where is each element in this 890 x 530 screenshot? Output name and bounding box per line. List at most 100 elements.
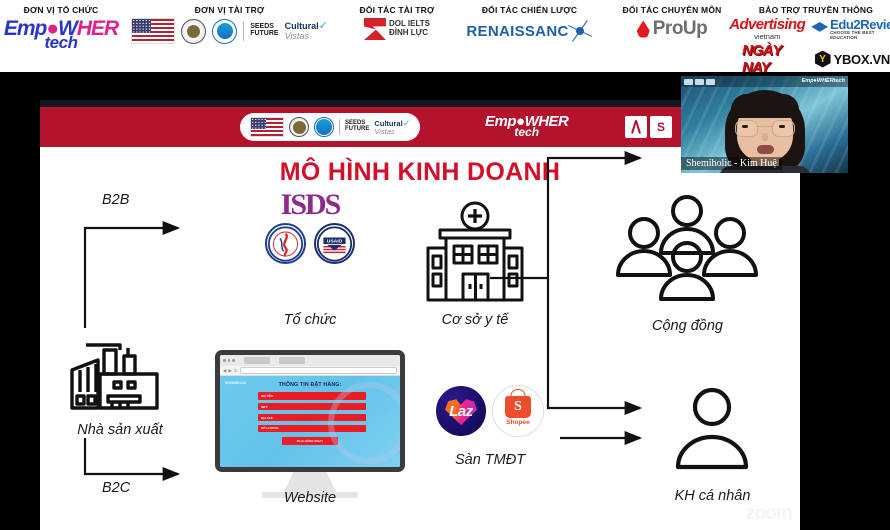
form-field: SĐT: <box>258 402 366 411</box>
seeds-line-1: SEEDS <box>345 120 366 127</box>
lazada-text: Laz <box>449 402 473 420</box>
empowher-tech-logo: Emp●WHER tech <box>3 17 119 52</box>
browser-tab <box>278 357 305 364</box>
cultural-line-2: Vistas <box>374 126 395 136</box>
nose <box>761 133 768 141</box>
logo-text-her: HER <box>76 17 119 40</box>
individual-customer-icon <box>675 387 749 470</box>
logo-text-tech: tech <box>44 33 78 52</box>
us-flag-icon <box>250 117 284 137</box>
usaid-seal-icon: USAID <box>314 223 355 264</box>
eyeglasses-bridge <box>755 126 772 128</box>
edu2review-line-1: Edu2Review <box>830 17 890 32</box>
sponsor-column-media-sponsor: BẢO TRỢ TRUYỀN THÔNG Advertising vietnam… <box>729 0 890 76</box>
advertising-vietnam-logo: Advertising vietnam <box>729 17 806 40</box>
label-ecommerce: Sàn TMĐT <box>454 452 526 468</box>
sponsor-column-title: BẢO TRỢ TRUYỀN THÔNG <box>758 5 874 15</box>
organization-logos: ISDS USAID <box>255 190 365 300</box>
sponsor-logo-group: SEEDS FUTURE Cultural✓ Vistas <box>131 18 328 44</box>
shirt <box>718 166 811 173</box>
website-form-heading: THÔNG TIN ĐẶT HÀNG: <box>278 382 342 388</box>
website-body: SHEMIHOLIC THÔNG TIN ĐẶT HÀNG: HỌ TÊN: S… <box>220 376 400 467</box>
browser-url-bar: ◀ ▶ ↻ <box>220 366 400 376</box>
swoosh-icon: ✓ <box>318 20 328 32</box>
cultural-vistas-logo: Cultural✓ Vistas <box>374 118 410 136</box>
diagram-arrows <box>83 150 643 482</box>
sponsor-column-title: ĐỐI TÁC CHIẾN LƯỢC <box>481 5 578 15</box>
zoom-watermark: zoom <box>746 503 793 524</box>
us-department-of-state-seal <box>181 18 207 44</box>
label-b2b: B2B <box>102 192 130 208</box>
monitor-stand-neck <box>284 472 336 492</box>
label-community: Cộng đồng <box>652 318 723 334</box>
sponsor-logo-group: DOL IELTS ĐÌNH LỰC <box>363 18 430 40</box>
seeds-line-2: FUTURE <box>345 126 370 132</box>
eyeglasses-right-icon <box>771 120 795 137</box>
browser-chrome <box>220 355 400 366</box>
global-seal-icon <box>314 117 334 137</box>
eye-left <box>741 125 748 129</box>
sponsor-bar: ĐƠN VỊ TỔ CHỨC Emp●WHER tech ĐƠN VỊ TÀI … <box>0 0 890 76</box>
url-input <box>239 366 397 375</box>
lazada-logo: Laz <box>436 386 486 436</box>
form-field: HỌ TÊN: <box>258 392 366 400</box>
reload-icon: ↻ <box>233 367 238 373</box>
logo-divider <box>243 21 245 41</box>
sponsor-logo-group-row1: Advertising vietnam Edu2Review CHOOSE TH… <box>729 17 890 40</box>
proup-logo: ProUp <box>636 18 708 40</box>
form-field: ĐỊA CHỈ: <box>258 413 366 422</box>
cultural-line-1: Cultural <box>284 21 319 31</box>
shopee-text: Shopee <box>506 419 530 426</box>
sponsor-logo-group-row2: NGÀY NAY Y YBOX.VN <box>742 42 890 76</box>
ngay-nay-logo: NGÀY NAY <box>742 42 782 76</box>
logo-text-emp: Emp <box>3 17 48 40</box>
logo-dot-icon: ● <box>46 17 59 40</box>
logo-text-w: W <box>58 17 78 40</box>
seeds-of-the-future-logo: SEEDS FUTURE <box>250 24 278 37</box>
manufacturer-factory-icon <box>70 343 159 410</box>
business-model-diagram: B2B B2C Nhà sản xuất ISDS <box>40 100 800 530</box>
vietnam-health-seal-icon <box>265 223 306 264</box>
fringe-shape <box>730 94 799 118</box>
label-individual-customer: KH cá nhân <box>674 488 751 504</box>
slide-header-icon-boxes: S <box>625 116 672 138</box>
svg-text:USAID: USAID <box>327 238 343 244</box>
seeds-line-2: FUTURE <box>250 30 279 37</box>
browser-tab <box>243 357 270 364</box>
red-ribbon-icon <box>625 116 647 138</box>
participant-video-tile[interactable]: Emp●WHERtech Shemiholic - Kim Huệ <box>681 76 848 173</box>
monitor-stand-base <box>262 492 358 498</box>
mouth <box>756 145 774 154</box>
ybox-mark-icon: Y <box>814 50 831 68</box>
slide-header-sponsor-pill: SEEDS FUTURE Cultural✓ Vistas <box>240 113 421 141</box>
website-form-fields: HỌ TÊN: SĐT: ĐỊA CHỈ: SỐ LƯỢNG: <box>220 392 400 433</box>
ybox-text: YBOX.VN <box>833 51 890 67</box>
shopee-logo: S Shopee <box>492 385 544 437</box>
sponsor-logo-group: RENAISSANC <box>466 18 592 44</box>
participant-name-label: Shemiholic - Kim Huệ <box>681 157 782 170</box>
background-sponsor-strip <box>684 78 715 85</box>
eyeglasses-left-icon <box>734 120 758 137</box>
label-organization: Tổ chức <box>283 312 337 328</box>
edu2review-logo: Edu2Review CHOOSE THE BEST EDUCATION <box>811 18 890 40</box>
virtual-background-banner: Emp●WHERtech <box>681 76 848 87</box>
starburst-icon <box>567 18 593 44</box>
label-website: Website <box>283 490 337 506</box>
slide-header-bar: SEEDS FUTURE Cultural✓ Vistas Emp●WHER t… <box>40 107 800 147</box>
sponsor-logo-group: ProUp <box>636 18 708 40</box>
community-people-icon <box>616 195 758 301</box>
background-brand-logo: Emp●WHERtech <box>801 77 845 84</box>
sponsor-column-strategic-partner: ĐỐI TÁC CHIẾN LƯỢC RENAISSANC <box>457 0 602 44</box>
cultural-line-1: Cultural <box>374 118 403 128</box>
sponsor-column-organizer: ĐƠN VỊ TỔ CHỨC Emp●WHER tech <box>0 0 122 51</box>
ecommerce-logos: Laz S Shopee <box>425 385 555 480</box>
seeds-of-the-future-logo: SEEDS FUTURE <box>345 120 370 132</box>
label-manufacturer: Nhà sản xuất <box>77 422 163 438</box>
sponsor-logo-group: Emp●WHER tech <box>3 17 119 52</box>
label-medical-facility: Cơ sở y tế <box>441 312 509 328</box>
sponsor-column-sponsor: ĐƠN VỊ TÀI TRỢ SEEDS FUTURE Cultural✓ Vi… <box>122 0 337 44</box>
logo-divider <box>339 119 340 135</box>
monitor-screen: ◀ ▶ ↻ SHEMIHOLIC THÔNG TIN ĐẶT HÀNG: HỌ … <box>220 355 400 467</box>
back-icon: ◀ <box>223 367 227 373</box>
sponsor-column-expert-partner: ĐỐI TÁC CHUYÊN MÔN ProUp <box>602 0 742 40</box>
